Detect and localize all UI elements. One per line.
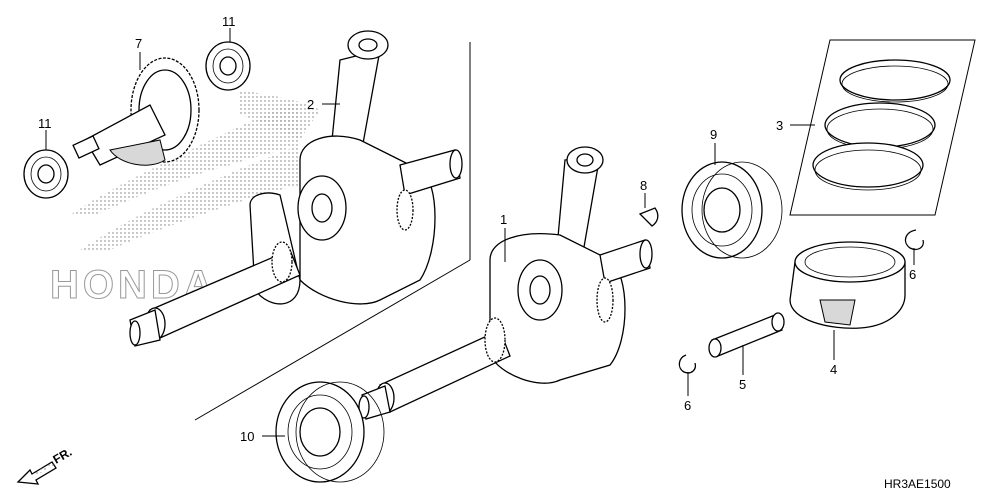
callout-part-10: 10	[240, 429, 254, 444]
callout-part-9: 9	[710, 127, 717, 142]
piston-pin-clip-part-6-upper	[904, 229, 924, 251]
callout-part-1: 1	[500, 212, 507, 227]
diagram-reference-code: HR3AE1500	[884, 477, 951, 491]
balancer-shaft-part-7	[72, 57, 200, 166]
piston-part-4	[789, 241, 906, 329]
front-direction-indicator: FR.	[16, 445, 75, 485]
crankshaft-part-1	[358, 146, 653, 420]
leader-lines	[45, 28, 915, 437]
callout-part-4: 4	[830, 362, 837, 377]
piston-pin-clip-part-6-lower	[678, 354, 697, 374]
bearing-part-10	[275, 381, 385, 483]
front-direction-label: FR.	[51, 445, 75, 467]
bearing-part-11-left	[23, 149, 69, 199]
callout-part-5: 5	[739, 377, 746, 392]
callout-labels: 1 2 3 4 5 6 6 7 8 9 10 11 11	[38, 14, 916, 444]
callout-part-8: 8	[640, 178, 647, 193]
callout-part-6-lower: 6	[684, 398, 691, 413]
callout-part-11-top: 11	[222, 14, 236, 29]
callout-part-7: 7	[135, 36, 142, 51]
callout-part-3: 3	[776, 118, 783, 133]
piston-ring-set-part-3	[789, 39, 976, 216]
separator-line-diagonal	[194, 259, 471, 421]
woodruff-key-part-8	[638, 207, 659, 227]
honda-wing-watermark: HONDA	[50, 90, 320, 308]
callout-part-6-upper: 6	[909, 267, 916, 282]
bearing-part-9	[681, 161, 783, 259]
piston-pin-part-5	[708, 312, 785, 358]
callout-part-11-left: 11	[38, 116, 52, 131]
crankshaft-assembly-part-2	[129, 30, 463, 347]
callout-part-2: 2	[307, 97, 314, 112]
bearing-part-11-top	[205, 41, 251, 91]
